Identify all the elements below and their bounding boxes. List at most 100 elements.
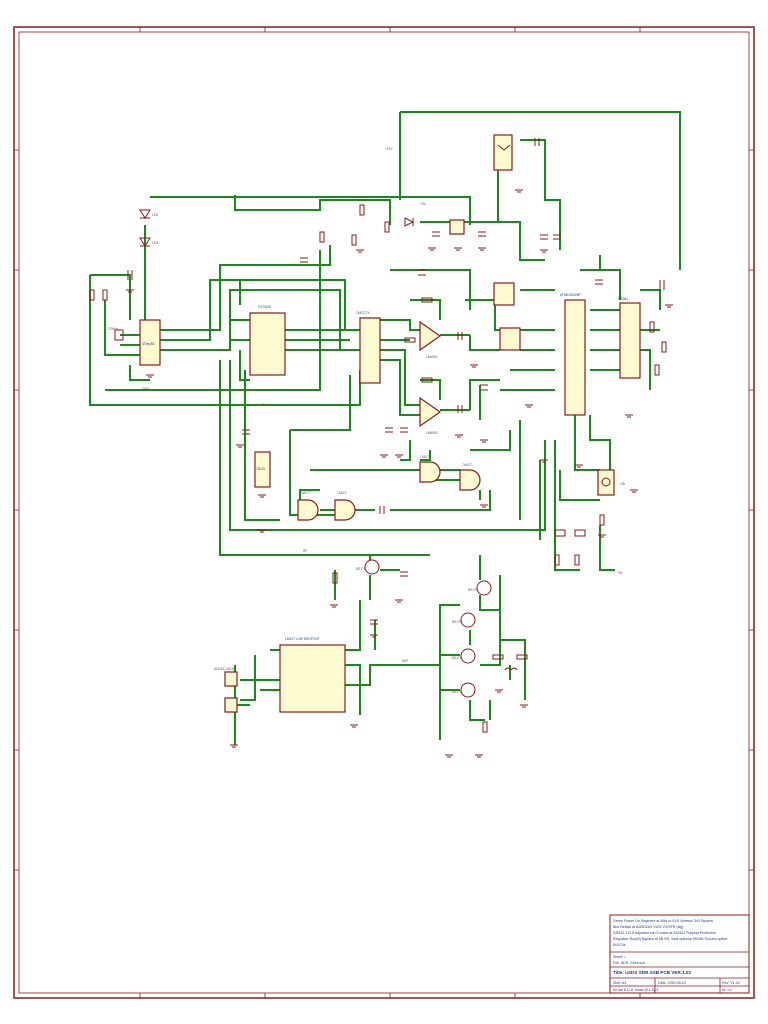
net-labels: +12V +5V +5V RF ANT +5V GND [142,147,624,663]
capacitor-c7[interactable] [457,405,463,413]
resistor-r11[interactable] [384,221,390,233]
resistor-r13[interactable] [661,341,667,353]
transformer-t2[interactable] [499,327,521,351]
resistor-r20[interactable] [516,654,528,660]
ic-u-left-label: ATtiny85 [142,342,155,346]
rotary-encoder[interactable] [597,469,615,496]
transformer-t1[interactable] [493,282,515,306]
opamp-u-a[interactable] [419,320,442,352]
ic-u-mcu-label: ATMEGA328P [560,293,581,297]
resistor-r2[interactable] [102,289,108,301]
connector-audio-jack-1[interactable] [224,671,238,687]
gate-u3[interactable] [297,499,319,521]
resistor-r5[interactable] [421,297,433,303]
net-vcc-label-3: +5V [617,571,624,575]
tb-size: Size: A4 [613,981,626,985]
q2-label: BS170 [468,588,478,592]
net-vin-label: +12V [385,147,393,151]
resistor-r7[interactable] [404,337,416,343]
resistor-r12[interactable] [649,321,655,333]
ground-symbols [126,189,673,758]
ic-u-reg[interactable] [254,451,271,488]
resistor-r21[interactable] [482,721,488,733]
capacitor-c19[interactable] [379,506,385,514]
opamp-u-b[interactable] [419,396,442,428]
net-gnd-label: GND [142,387,150,391]
tb-note-4: Regulator Run(B) Bypass at 5B SR, Seal o… [613,937,727,941]
q1-label: BS170 [356,567,366,571]
tb-note-3: DR232-7x3.5 adjusted min 5 notes at 3x33… [613,931,716,935]
capacitor-c20[interactable] [400,571,408,577]
tb-rev: Rev: V1.02 [722,981,740,985]
resistor-r19[interactable] [492,654,504,660]
ic-u-mixer[interactable] [249,312,286,376]
diode-d3[interactable] [404,217,415,227]
sheet-frame [13,26,755,999]
capacitor-c21[interactable] [370,619,378,625]
ic-u-bottom[interactable] [279,644,346,713]
transistor-q2[interactable] [476,580,492,596]
sheet-border-inner [18,31,750,994]
resistor-r15[interactable] [554,554,560,566]
resistor-r1[interactable] [89,289,95,301]
q3-label: BS170 [452,620,462,624]
capacitor-c12[interactable] [478,231,486,237]
net-vcc-label: +5V [420,202,427,206]
ic-u-quad[interactable] [359,317,381,384]
resistor-r14[interactable] [654,364,660,376]
capacitor-c15[interactable] [534,138,540,146]
transistor-q5[interactable] [460,682,476,698]
connector-audio-jack-2[interactable] [224,697,238,713]
tb-note-2: Bus Relays at BASDDIO Vx25 VX/STR (sig) [613,925,684,929]
ic-u-mcu[interactable] [564,299,586,416]
resistor-r10[interactable] [351,234,357,246]
gate-u1[interactable] [419,461,441,483]
resistor-r6[interactable] [421,377,433,383]
tb-note-5: KIOC0s [613,943,626,947]
capacitor-c17[interactable] [595,279,603,285]
resistor-r17[interactable] [599,514,605,526]
capacitor-c10[interactable] [480,384,488,391]
button-sw2[interactable] [574,529,586,537]
capacitor-c6[interactable] [457,332,463,340]
capacitor-c5[interactable] [418,269,426,276]
button-sw1[interactable] [554,529,566,537]
ic-u-top-reg[interactable] [449,219,465,235]
title-block-frame [609,914,750,994]
transistor-q1[interactable] [364,559,380,575]
capacitor-c11[interactable] [432,231,440,237]
resistor-r18[interactable] [332,572,338,584]
resistor-r9[interactable] [319,231,325,243]
tb-date: Date: 2020-05-01 [658,981,686,985]
led-d2[interactable] [139,237,151,247]
led-d1[interactable] [139,209,151,219]
capacitor-c18[interactable] [242,429,250,435]
audio-jack-label: AUDIO_JACK [214,667,235,671]
capacitor-c2[interactable] [300,257,308,263]
capacitor-c9[interactable] [400,427,408,433]
capacitor-c8[interactable] [385,427,393,433]
capacitor-c1[interactable] [127,270,133,280]
capacitor-c14[interactable] [553,234,561,240]
gate-u4[interactable] [334,499,356,521]
ic-u-left[interactable] [139,319,161,366]
crystal-x1[interactable] [114,329,124,341]
frame-ticks [14,27,754,998]
connector-top-jack[interactable] [493,134,513,171]
resistor-r16[interactable] [574,554,580,566]
transistor-q3[interactable] [460,612,476,628]
capacitor-c16[interactable] [659,280,665,290]
capacitor-c13[interactable] [540,234,548,240]
tb-tool: KiCad E.D.A. kicad (5.1.5)-3 [613,988,658,992]
resistor-r8[interactable] [359,204,365,216]
xtal-label: 27MHz [108,327,119,331]
ic-u-right[interactable] [619,302,641,379]
led-d2-label: LED [152,241,159,245]
gate-u4-label: 74ACT [337,491,347,495]
inductor-l1[interactable] [504,667,518,671]
transistor-q4[interactable] [460,648,476,664]
ic-u-right-label: SI5351 [618,297,628,301]
gate-u2[interactable] [459,469,481,491]
tb-note-1: Green Power On Segment at 5Mz or 5V5 /Xm… [613,919,713,923]
